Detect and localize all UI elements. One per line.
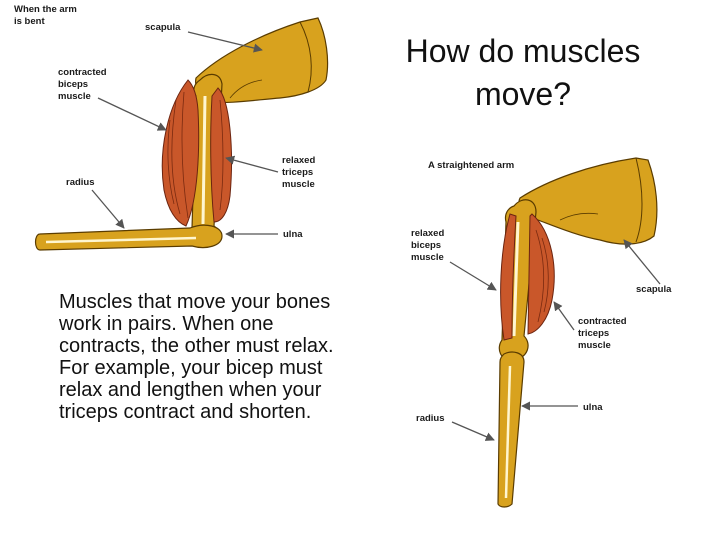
straight-arrow-biceps <box>449 261 497 291</box>
straight-arrow-triceps <box>553 301 575 331</box>
bent-arm-diagram: When the arm is bent scapula contracted … <box>14 4 329 251</box>
bent-label-biceps-3: muscle <box>58 91 91 102</box>
bent-arrow-scapula <box>187 31 263 53</box>
bent-heading-line1: When the arm <box>14 4 77 15</box>
straight-arrow-radius <box>451 421 495 441</box>
straight-biceps-muscle <box>500 213 517 341</box>
bent-label-radius: radius <box>66 177 95 188</box>
bent-label-triceps-3: muscle <box>282 179 315 190</box>
slide-title: How do muscles move? <box>405 33 641 112</box>
bent-arrow-triceps <box>225 155 279 173</box>
bent-heading-line2: is bent <box>14 16 45 27</box>
bent-arrow-radius <box>91 189 125 229</box>
straight-label-triceps-1: contracted <box>578 316 627 327</box>
bent-biceps-muscle <box>161 79 200 227</box>
bent-label-ulna: ulna <box>283 229 303 240</box>
straight-label-biceps-1: relaxed <box>411 228 444 239</box>
bent-label-triceps-2: triceps <box>282 167 313 178</box>
bent-triceps-muscle <box>210 87 232 223</box>
straight-label-radius: radius <box>416 413 445 424</box>
bent-forearm-bone <box>34 224 223 251</box>
straight-label-scapula: scapula <box>636 284 672 295</box>
bent-label-triceps-1: relaxed <box>282 155 315 166</box>
straight-triceps-muscle <box>527 213 555 335</box>
straight-label-biceps-3: muscle <box>411 252 444 263</box>
straight-label-ulna: ulna <box>583 402 603 413</box>
straight-forearm-bone <box>497 351 525 508</box>
bent-label-biceps-2: biceps <box>58 79 88 90</box>
straight-arrow-scapula <box>623 239 661 285</box>
straight-heading: A straightened arm <box>428 160 514 171</box>
straight-label-triceps-2: triceps <box>578 328 609 339</box>
bent-arrow-biceps <box>97 97 167 131</box>
bent-label-scapula: scapula <box>145 22 181 33</box>
straight-label-triceps-3: muscle <box>578 340 611 351</box>
bent-label-biceps-1: contracted <box>58 67 107 78</box>
straight-label-biceps-2: biceps <box>411 240 441 251</box>
straight-arm-diagram: A straightened arm relaxed biceps muscle… <box>411 157 672 508</box>
body-text: Muscles that move your bones work in pai… <box>59 291 334 423</box>
